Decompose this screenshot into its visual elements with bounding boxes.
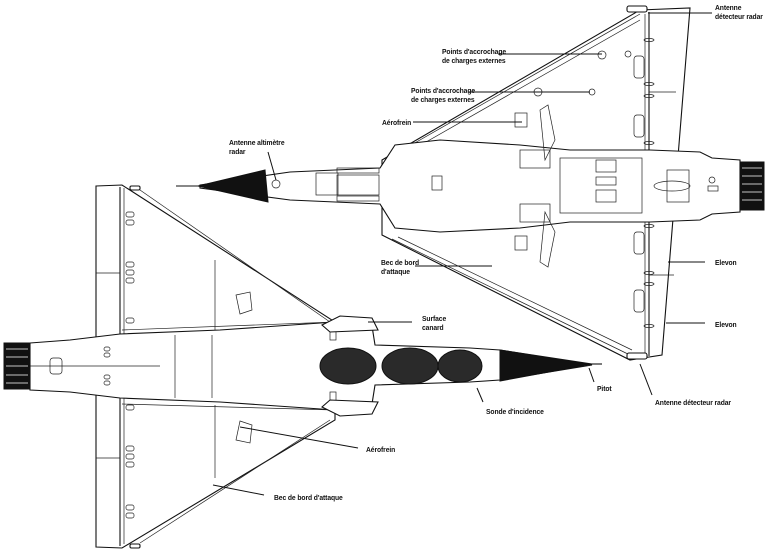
callout-leaders bbox=[212, 12, 712, 496]
label-surface-canard: Surface canard bbox=[422, 314, 447, 332]
label-sonde-incidence: Sonde d'incidence bbox=[486, 407, 544, 416]
upper-aircraft-view bbox=[176, 5, 765, 361]
lower-aircraft-view bbox=[3, 184, 602, 549]
label-elevon-1: Elevon bbox=[715, 258, 737, 267]
label-antenne-detecteur-radar-top: Antenne détecteur radar bbox=[715, 3, 763, 21]
canard bbox=[321, 315, 379, 333]
upper-radome bbox=[197, 169, 269, 203]
label-bec-bord-attaque-top: Bec de bord d'attaque bbox=[381, 258, 420, 276]
label-pitot: Pitot bbox=[597, 384, 612, 393]
upper-fuselage bbox=[199, 139, 741, 233]
label-antenne-detecteur-radar-bottom: Antenne détecteur radar bbox=[655, 398, 731, 407]
label-points-accrochage-1: Points d'accrochage de charges externes bbox=[442, 47, 507, 65]
label-bec-bord-attaque-bottom: Bec de bord d'attaque bbox=[274, 493, 343, 502]
label-elevon-2: Elevon bbox=[715, 320, 737, 329]
upper-engine-nozzle bbox=[739, 161, 765, 211]
label-points-accrochage-2: Points d'accrochage de charges externes bbox=[411, 86, 476, 104]
label-aerofrein-top: Aérofrein bbox=[382, 118, 412, 127]
lower-radome bbox=[499, 349, 593, 382]
label-aerofrein-bottom: Aérofrein bbox=[366, 445, 396, 454]
label-antenne-altimetre-radar: Antenne altimètre radar bbox=[229, 138, 285, 156]
canopy bbox=[319, 347, 483, 385]
